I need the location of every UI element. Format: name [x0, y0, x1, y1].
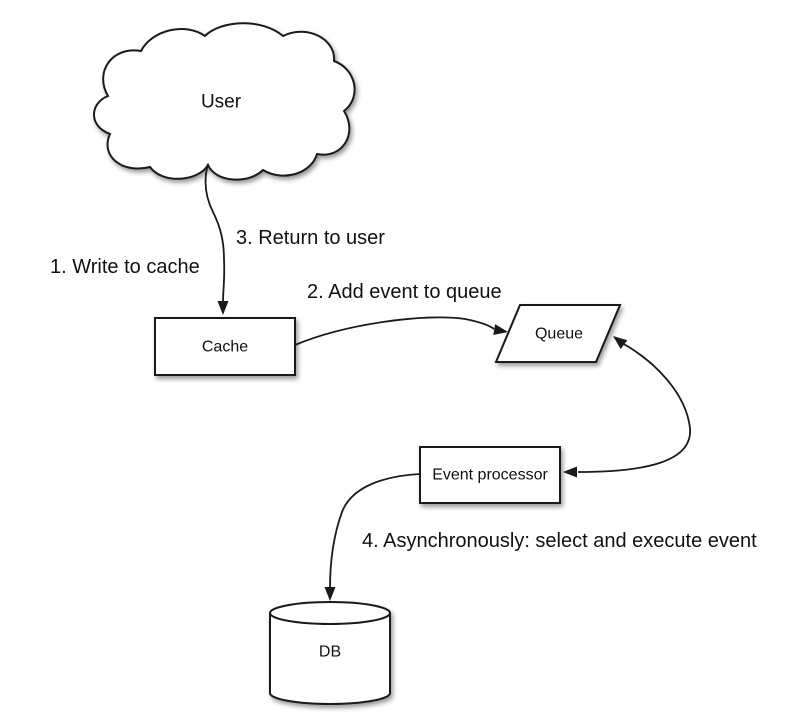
- node-label-user: User: [200, 91, 242, 113]
- edge-label-step-4: 4. Asynchronously: select and execute ev…: [362, 530, 757, 552]
- edge-label-step-1: 1. Write to cache: [50, 256, 200, 278]
- node-label-db: DB: [318, 643, 342, 661]
- node-label-event-processor: Event processor: [432, 466, 548, 484]
- arrowhead-user-to-cache: [217, 301, 229, 315]
- db-cylinder-body: [269, 612, 391, 705]
- db-cylinder-top: [269, 601, 391, 625]
- db-cylinder-shape: [269, 601, 391, 705]
- arrowhead-into-queue: [613, 336, 628, 349]
- node-label-cache: Cache: [201, 338, 249, 356]
- user-cloud-shape: [93, 22, 356, 181]
- arrowhead-into-event-processor: [563, 466, 577, 478]
- edge-event-processor-to-db: [329, 473, 421, 589]
- queue-parallelogram-shape: [494, 304, 622, 363]
- node-label-queue: Queue: [534, 325, 584, 343]
- edge-label-step-3: 3. Return to user: [236, 227, 385, 249]
- edge-user-to-cache: [204, 163, 226, 303]
- cache-box-shape: [154, 317, 296, 376]
- edge-queue-event-processor: [577, 342, 691, 473]
- event-processor-box-shape: [419, 446, 561, 504]
- edge-label-step-2: 2. Add event to queue: [307, 281, 502, 303]
- arrowhead-cache-to-queue: [493, 324, 508, 335]
- edge-cache-to-queue: [294, 316, 495, 346]
- arrowhead-event-processor-to-db: [324, 587, 336, 601]
